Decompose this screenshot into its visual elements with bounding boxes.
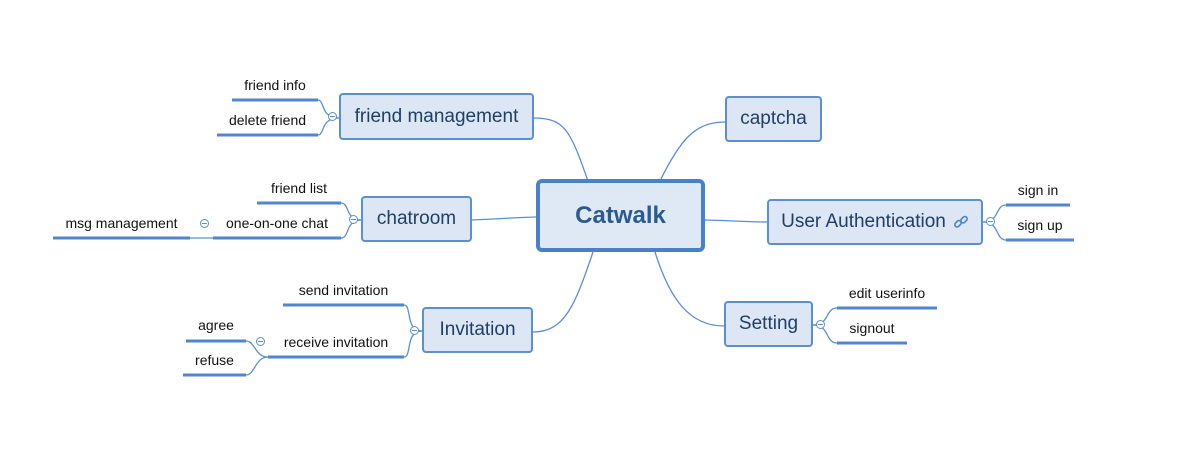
collapse-toggle-icon[interactable]: [200, 219, 209, 228]
subtopic-sign-up[interactable]: sign up: [1017, 217, 1063, 233]
subtopic-friend-info[interactable]: friend info: [244, 77, 306, 93]
subtopic-delete-friend[interactable]: delete friend: [228, 112, 307, 128]
topic-label: Setting: [738, 313, 799, 334]
subtopic-friend-list[interactable]: friend list: [270, 180, 328, 196]
subtopic-edit-userinfo[interactable]: edit userinfo: [848, 285, 926, 301]
subtopic-agree[interactable]: agree: [198, 317, 234, 333]
collapse-toggle-icon[interactable]: [349, 215, 358, 224]
topic-captcha[interactable]: captcha: [725, 96, 822, 142]
collapse-toggle-icon[interactable]: [816, 320, 825, 329]
topic-friend-management[interactable]: friend management: [339, 93, 534, 140]
subtopic-msg-management[interactable]: msg management: [65, 215, 178, 231]
topic-label: Invitation: [439, 319, 516, 340]
subtopic-send-invitation[interactable]: send invitation: [298, 282, 389, 298]
central-topic[interactable]: Catwalk: [536, 179, 705, 252]
collapse-toggle-icon[interactable]: [986, 217, 995, 226]
subtopic-sign-in[interactable]: sign in: [1017, 182, 1059, 198]
collapse-toggle-icon[interactable]: [410, 326, 419, 335]
topic-chatroom[interactable]: chatroom: [361, 196, 472, 242]
topic-label: friend management: [354, 105, 519, 127]
subtopic-one-on-one-chat[interactable]: one-on-one chat: [226, 215, 328, 231]
topic-label: User Authentication: [781, 211, 946, 232]
link-icon[interactable]: [953, 214, 969, 230]
subtopic-refuse[interactable]: refuse: [195, 352, 234, 368]
topic-label: chatroom: [376, 208, 457, 229]
collapse-toggle-icon[interactable]: [256, 337, 265, 346]
collapse-toggle-icon[interactable]: [328, 112, 337, 121]
topic-invitation[interactable]: Invitation: [422, 307, 533, 353]
topic-label: captcha: [740, 108, 807, 129]
subtopic-signout[interactable]: signout: [849, 320, 895, 336]
topic-setting[interactable]: Setting: [724, 301, 813, 347]
subtopic-receive-invitation[interactable]: receive invitation: [283, 334, 389, 350]
central-topic-label: Catwalk: [575, 201, 666, 229]
topic-user-authentication[interactable]: User Authentication: [767, 199, 983, 245]
